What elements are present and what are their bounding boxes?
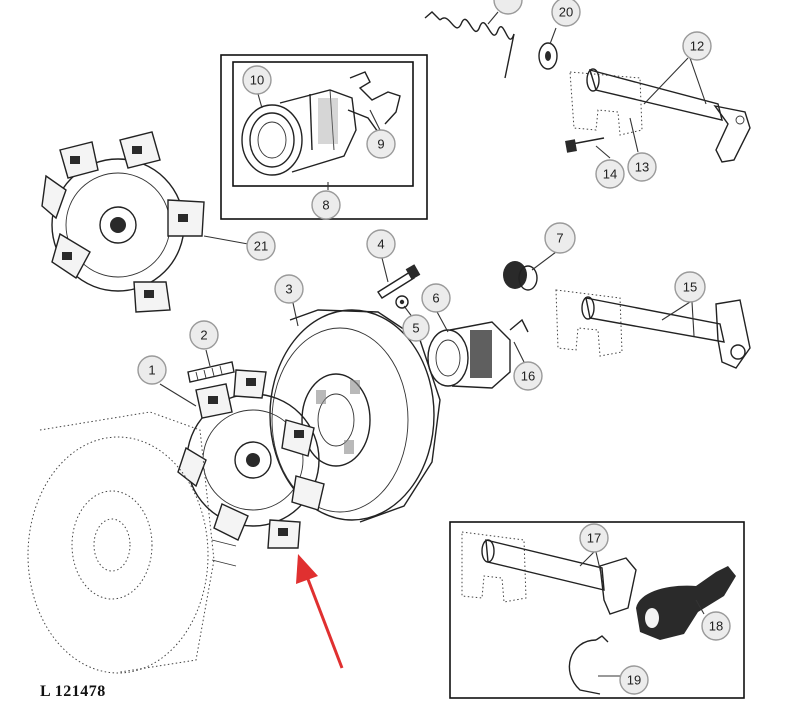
callout-8-label: 8 (322, 198, 329, 213)
callout-18-label: 18 (709, 619, 723, 634)
callout-12-label: 12 (690, 39, 704, 54)
friction-disc-21 (41, 131, 205, 313)
red-arrow (296, 554, 344, 669)
leader-lines (159, 11, 707, 677)
callout-16: 16 (513, 361, 543, 391)
red-arrow-head (296, 554, 318, 584)
callout-18: 18 (701, 611, 731, 641)
callout-19: 19 (619, 665, 649, 695)
flywheel (27, 411, 237, 674)
lower-cross-shaft-assembly (503, 261, 751, 369)
bolt-4 (377, 264, 421, 299)
callout-partial-top (493, 0, 523, 15)
callout-15: 15 (674, 271, 706, 303)
callout-15-label: 15 (683, 280, 697, 295)
inset-box-lever (449, 521, 745, 699)
callout-10-label: 10 (250, 73, 264, 88)
callout-2-label: 2 (200, 328, 207, 343)
callout-4: 4 (366, 229, 396, 259)
callout-3-label: 3 (285, 282, 292, 297)
callout-17: 17 (579, 523, 609, 553)
release-bearing-6 (427, 318, 529, 389)
callout-5: 5 (402, 314, 430, 342)
nut-5 (395, 295, 409, 309)
callout-9: 9 (366, 129, 396, 159)
callout-6-label: 6 (432, 291, 439, 306)
callout-12: 12 (682, 31, 712, 61)
callout-17-label: 17 (587, 531, 601, 546)
callout-19-label: 19 (627, 673, 641, 688)
upper-cross-shaft-assembly (424, 11, 751, 163)
callout-16-label: 16 (521, 369, 535, 384)
callout-1-label: 1 (148, 363, 155, 378)
callout-20: 20 (551, 0, 581, 27)
callout-21: 21 (246, 231, 276, 261)
callout-6: 6 (421, 283, 451, 313)
callout-14-label: 14 (603, 167, 617, 182)
callout-10: 10 (242, 65, 272, 95)
callout-7-label: 7 (556, 231, 563, 246)
callout-21-label: 21 (254, 239, 268, 254)
callout-8: 8 (311, 190, 341, 220)
dowel-pin-2 (187, 361, 235, 383)
callout-2: 2 (189, 320, 219, 350)
callout-5-label: 5 (412, 321, 419, 336)
callout-9-label: 9 (377, 137, 384, 152)
callout-14: 14 (595, 159, 625, 189)
callout-13-label: 13 (635, 160, 649, 175)
callout-1: 1 (137, 355, 167, 385)
callout-13: 13 (627, 152, 657, 182)
clutch-disc-1 (177, 369, 325, 549)
reference-code: L 121478 (40, 683, 106, 700)
callout-3: 3 (274, 274, 304, 304)
red-arrow-shaft (304, 573, 344, 669)
callout-20-label: 20 (559, 5, 573, 20)
callout-4-label: 4 (377, 237, 384, 252)
callout-7: 7 (544, 222, 576, 254)
